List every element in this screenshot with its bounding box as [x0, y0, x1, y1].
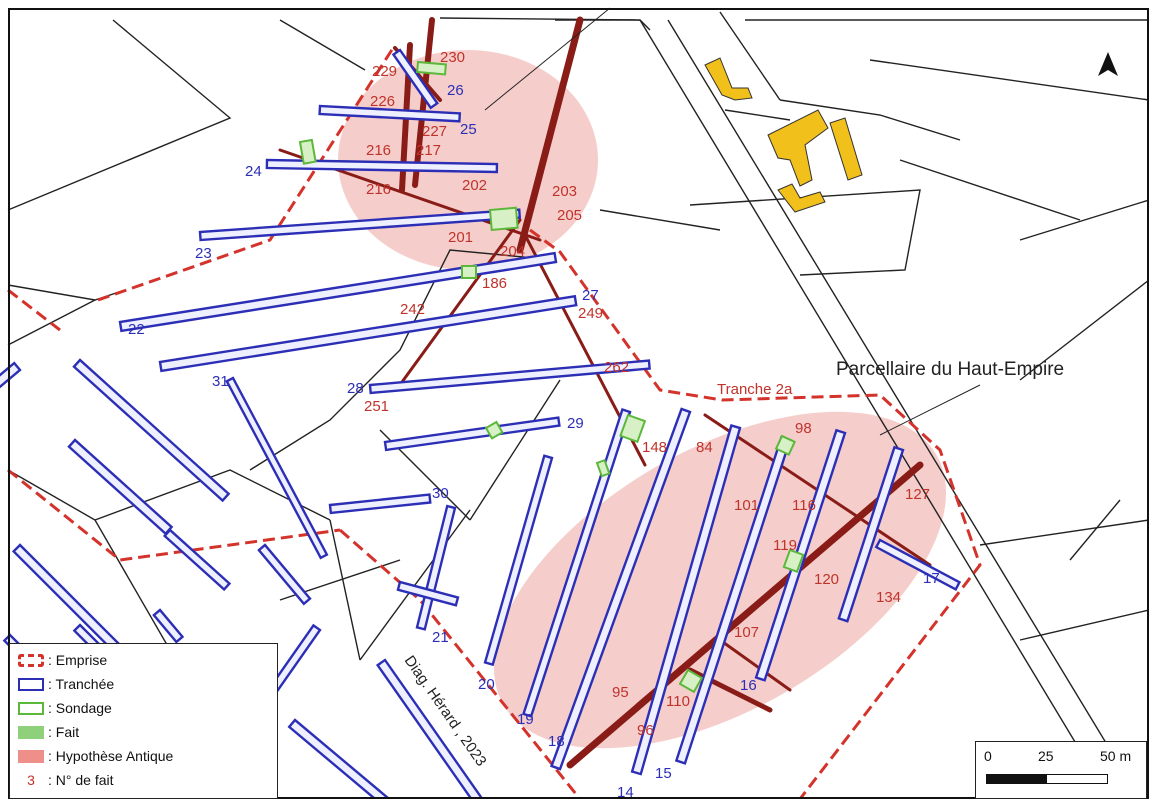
tranche-annotation: Tranche 2a	[717, 381, 793, 398]
fact-label: 202	[462, 177, 487, 194]
sondages	[298, 60, 805, 694]
scale-tick-50: 50 m	[1100, 748, 1132, 764]
hypothesis-swatch-icon	[18, 749, 44, 763]
fact-label: 203	[552, 183, 577, 200]
trench-label: 31	[212, 373, 229, 390]
fact-label: 101	[734, 497, 759, 514]
trench-label: 16	[740, 677, 757, 694]
fact-number-symbol: 3	[27, 772, 35, 788]
trench-label: 21	[432, 629, 449, 646]
fact-label: 127	[905, 486, 930, 503]
fact-label: 204	[500, 243, 525, 260]
legend-label: : Hypothèse Antique	[48, 748, 174, 764]
trench-label: 15	[655, 765, 672, 782]
trench-swatch-icon	[18, 677, 44, 691]
trench-label: 30	[432, 485, 449, 502]
fact-label: 96	[637, 722, 654, 739]
facts	[278, 16, 932, 769]
fact-label: 134	[876, 589, 901, 606]
fact-label: 186	[482, 275, 507, 292]
leader-lines	[484, 7, 981, 436]
hypothesis-zone-southeast	[493, 411, 947, 749]
fact-label: 229	[372, 63, 397, 80]
fact-label: 251	[364, 398, 389, 415]
fact-label: 120	[814, 571, 839, 588]
legend-row-hypothese: : Hypothèse Antique	[18, 746, 173, 766]
trench-label: 18	[548, 733, 565, 750]
fact-label: 216	[366, 142, 391, 159]
sondage-swatch-icon	[18, 701, 44, 715]
trench-label: 14	[617, 784, 634, 799]
legend-row-emprise: : Emprise	[18, 650, 107, 670]
scale-tick-0: 0	[984, 748, 992, 764]
trench-label: 25	[460, 121, 477, 138]
fact-label: 110	[666, 693, 690, 710]
fact-label: 95	[612, 684, 629, 701]
fact-label: 226	[370, 93, 395, 110]
buildings	[704, 57, 863, 213]
parcel-lines	[7, 11, 1149, 799]
emprise-swatch-icon	[18, 653, 44, 667]
fact-label: 119	[773, 537, 797, 554]
fact-label: 216	[366, 181, 391, 198]
legend-row-tranchee: : Tranchée	[18, 674, 114, 694]
trench-label: 29	[567, 415, 584, 432]
legend-row-numero: 3 : N° de fait	[18, 770, 114, 790]
scale-bar: 0 25 50 m	[975, 741, 1147, 799]
legend-label: : Sondage	[48, 700, 112, 716]
trench-label: 28	[347, 380, 364, 397]
scale-tick-25: 25	[1038, 748, 1054, 764]
haut-empire-annotation: Parcellaire du Haut-Empire	[836, 359, 1064, 380]
fact-label: 107	[734, 624, 759, 641]
trench-label: 17	[923, 570, 940, 587]
legend-label: : Fait	[48, 724, 80, 740]
legend-row-sondage: : Sondage	[18, 698, 112, 718]
fait-swatch-icon	[18, 725, 44, 739]
fact-label: 116	[792, 497, 816, 514]
fact-labels: 230 229 226 227 216 217 216 202 203 205 …	[364, 49, 930, 739]
trench-label: 24	[245, 163, 262, 180]
fact-label: 230	[440, 49, 465, 66]
north-arrow-icon	[1098, 52, 1118, 76]
fact-label: 242	[400, 301, 425, 318]
legend: : Emprise : Tranchée : Sondage : Fait : …	[9, 643, 278, 799]
trench-label: 19	[517, 711, 534, 728]
fact-label: 217	[416, 142, 441, 159]
trench-labels: 26 25 24 23 22 27 28 29 30 31 21 20 19 1…	[128, 82, 940, 799]
scale-bar-white	[1046, 774, 1108, 784]
fact-label: 227	[422, 123, 447, 140]
trench-label: 20	[478, 676, 495, 693]
trench-label: 23	[195, 245, 212, 262]
fact-label: 262	[604, 359, 629, 376]
scale-bar-black	[986, 774, 1046, 784]
fact-label: 148	[642, 439, 667, 456]
hypothesis-zones	[338, 50, 947, 749]
fact-label: 205	[557, 207, 582, 224]
trench-label: 26	[447, 82, 464, 99]
trenches	[0, 48, 962, 799]
fact-label: 249	[578, 305, 603, 322]
fact-label: 201	[448, 229, 473, 246]
trench-label: 22	[128, 321, 145, 338]
hypothesis-zone-north	[338, 50, 598, 270]
legend-row-fait: : Fait	[18, 722, 79, 742]
legend-label: : Emprise	[48, 652, 108, 668]
fact-label: 98	[795, 420, 812, 437]
emprise-boundary	[7, 44, 982, 799]
fact-label: 84	[696, 439, 713, 456]
legend-label: : N° de fait	[48, 772, 114, 788]
legend-label: : Tranchée	[48, 676, 115, 692]
trench-label: 27	[582, 287, 599, 304]
